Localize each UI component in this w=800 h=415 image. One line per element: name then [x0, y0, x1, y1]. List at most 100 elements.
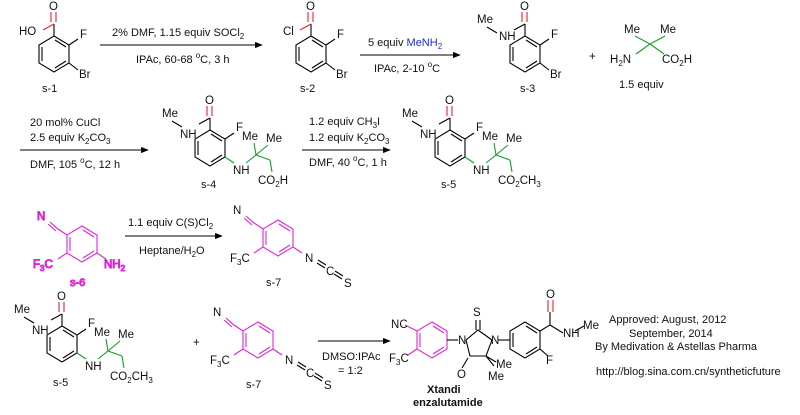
plus-sign: +: [193, 337, 200, 349]
step5-solvent: Heptane/H2O: [139, 245, 205, 259]
atom-f: F: [476, 122, 483, 134]
atom-me: Me: [477, 14, 493, 26]
step-4: 1.2 equiv CH3I 1.2 equiv K2CO3 DMF, 40 o…: [302, 116, 391, 169]
atom-me-b: Me: [266, 133, 282, 145]
atom-br: Br: [336, 69, 348, 81]
step1-reagents: 2% DMF, 1.15 equiv SOCl2: [112, 27, 245, 41]
compound-s6: N F3C NH2 s-6: [33, 211, 127, 290]
atom-me: Me: [162, 108, 178, 120]
atom-nh: NH: [420, 129, 437, 141]
step1-conditions: IPAc, 60-68 oC, 3 h: [136, 51, 230, 66]
step4-conditions: DMF, 40 oC, 1 h: [309, 154, 387, 169]
label-s7: s-7: [266, 277, 281, 289]
atom-o: O: [445, 95, 454, 107]
atom-br: Br: [550, 69, 562, 81]
atom-o: O: [306, 1, 315, 13]
atom-cf3: F3C: [33, 259, 53, 273]
atom-o: O: [520, 1, 529, 13]
compound-s2: Cl O F Br s-2: [283, 1, 348, 95]
step3-base: 2.5 equiv K2CO3: [30, 132, 111, 146]
atom-co2ch3: CO2CH3: [110, 371, 153, 385]
step4-base: 1.2 equiv K2CO3: [309, 132, 390, 146]
step3-catalyst: 20 mol% CuCl: [30, 117, 100, 129]
step2-reagents: 5 equiv MeNH2: [368, 37, 443, 51]
step-6: DMSO:IPAc = 1:2: [318, 337, 391, 377]
atom-c-ncs: C: [306, 368, 314, 380]
source-url: http://blog.sina.com.cn/syntheticfuture: [596, 366, 781, 378]
atom-f: F: [546, 355, 553, 367]
atom-me-a: Me: [94, 327, 110, 339]
atom-me: Me: [402, 108, 418, 120]
compound-s7: N F3C N C S s-7: [230, 205, 352, 290]
step6-solvent: DMSO:IPAc: [322, 351, 381, 363]
compound-s5-repeat: Me NH O F NH Me Me CO2CH3 s-5: [14, 291, 153, 389]
atom-o: O: [57, 291, 66, 303]
atom-me-a: Me: [482, 131, 498, 143]
compound-s7-repeat: N F3C N C S s-7: [210, 307, 332, 392]
atom-s: S: [473, 307, 481, 319]
atom-cl: Cl: [283, 26, 294, 38]
atom-me-a: Me: [242, 131, 258, 143]
approval-line-3: By Medivation & Astellas Pharma: [595, 341, 758, 353]
atom-me-a: Me: [496, 359, 512, 371]
compound-s3: Me NH O F Br s-3: [477, 1, 562, 95]
atom-co2h: CO2H: [662, 54, 692, 68]
compound-s4: Me NH O F NH Me Me CO2H s-4: [162, 95, 288, 191]
drug-generic-name: enzalutamide: [413, 397, 483, 409]
atom-o: O: [457, 369, 466, 381]
label-s4: s-4: [201, 179, 216, 191]
atom-me: Me: [14, 304, 30, 316]
step-5: 1.1 equiv C(S)Cl2 Heptane/H2O: [125, 217, 223, 259]
atom-s-ncs: S: [324, 380, 332, 392]
label-s3: s-3: [520, 83, 535, 95]
atom-n-left: N: [458, 335, 466, 347]
atom-me-1: Me: [624, 24, 640, 36]
atom-nh2: NH2: [104, 259, 126, 273]
atom-nh: NH: [32, 325, 49, 337]
label-s5: s-5: [53, 377, 68, 389]
atom-c-ncs: C: [326, 266, 334, 278]
atom-nh-linker: NH: [85, 361, 102, 373]
step-3: 20 mol% CuCl 2.5 equiv K2CO3 DMF, 105 oC…: [20, 117, 149, 171]
atom-me-b: Me: [118, 329, 134, 341]
atom-n-nitrile: N: [233, 205, 241, 217]
atom-f: F: [337, 29, 344, 41]
atom-cf3: F3C: [210, 355, 230, 369]
compound-enzalutamide: NC F3C N S N O Me Me O NH Me F Xtandi en…: [389, 289, 599, 409]
step6-ratio: = 1:2: [338, 365, 363, 377]
compound-s1: HO O F Br s-1: [19, 1, 91, 95]
atom-o: O: [49, 1, 58, 13]
step-1: 2% DMF, 1.15 equiv SOCl2 IPAc, 60-68 oC,…: [100, 27, 263, 66]
atom-h2n: H2N: [610, 54, 631, 68]
drug-name: Xtandi: [427, 384, 461, 396]
atom-f: F: [80, 29, 87, 41]
label-s5: s-5: [441, 179, 456, 191]
atom-oh: HO: [19, 26, 36, 38]
approval-notes: Approved: August, 2012 September, 2014 B…: [595, 314, 781, 378]
atom-cf3: F3C: [389, 353, 409, 367]
compound-s5: Me NH O F NH Me Me CO2CH3 s-5: [402, 95, 541, 191]
atom-n-ncs: N: [285, 355, 293, 367]
approval-line-1: Approved: August, 2012: [609, 314, 726, 326]
label-s7: s-7: [246, 379, 261, 391]
step2-conditions: IPAc, 2-10 oC: [374, 60, 440, 75]
atom-cf3: F3C: [230, 253, 250, 267]
atom-br: Br: [79, 69, 91, 81]
atom-f: F: [551, 29, 558, 41]
atom-co2ch3: CO2CH3: [498, 175, 541, 189]
atom-nh-linker: NH: [473, 165, 490, 177]
label-amine-equiv: 1.5 equiv: [619, 79, 664, 91]
atom-co2h: CO2H: [258, 175, 288, 189]
atom-nh: NH: [563, 328, 580, 340]
atom-o-amide: O: [546, 289, 555, 301]
atom-n-right: N: [491, 335, 499, 347]
step5-reagent: 1.1 equiv C(S)Cl2: [128, 217, 214, 231]
approval-line-2: September, 2014: [629, 328, 713, 340]
atom-nh: NH: [499, 31, 516, 43]
atom-s-ncs: S: [344, 278, 352, 290]
compound-aminoisobutyric-acid: Me Me H2N CO2H 1.5 equiv: [610, 24, 692, 91]
step-2: 5 equiv MeNH2 IPAc, 2-10 oC: [360, 37, 461, 75]
atom-n-nitrile: N: [37, 211, 45, 223]
atom-me-2: Me: [660, 24, 676, 36]
atom-nh-linker: NH: [233, 165, 250, 177]
